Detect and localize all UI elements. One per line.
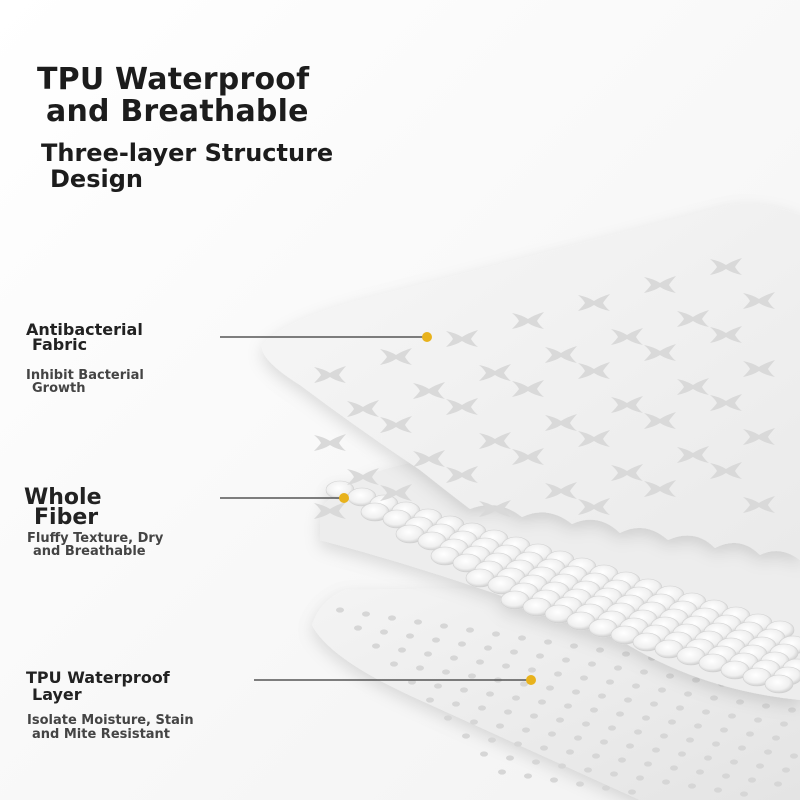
layer-2-name-line-1: Whole [24,485,102,510]
tpu-layer-dots [336,607,798,797]
layer-3-name-line-1: TPU Waterproof [26,668,170,687]
layer-1-desc-line-1: Inhibit Bacterial [26,368,144,383]
layer-1-desc-line-2: Growth [32,381,86,396]
layer-2-desc-line-2: and Breathable [33,544,146,559]
subheadline-line-2: Design [50,165,143,193]
headline-line-2: and Breathable [46,94,309,129]
layer-3-desc-line-2: and Mite Resistant [32,727,171,742]
headline-line-1: TPU Waterproof [37,62,310,97]
layer-2-name-line-2: Fiber [34,505,99,530]
subheadline-line-1: Three-layer Structure [41,139,334,167]
layer-3-desc-line-1: Isolate Moisture, Stain [27,713,194,728]
layer-1-name-line-2: Fabric [32,335,88,354]
fabric-layer-sheet [261,203,800,560]
layer-2-desc-line-1: Fluffy Texture, Dry [27,531,164,546]
layer-1-name-line-1: Antibacterial [26,320,143,339]
layer-3-name-line-2: Layer [32,685,82,704]
